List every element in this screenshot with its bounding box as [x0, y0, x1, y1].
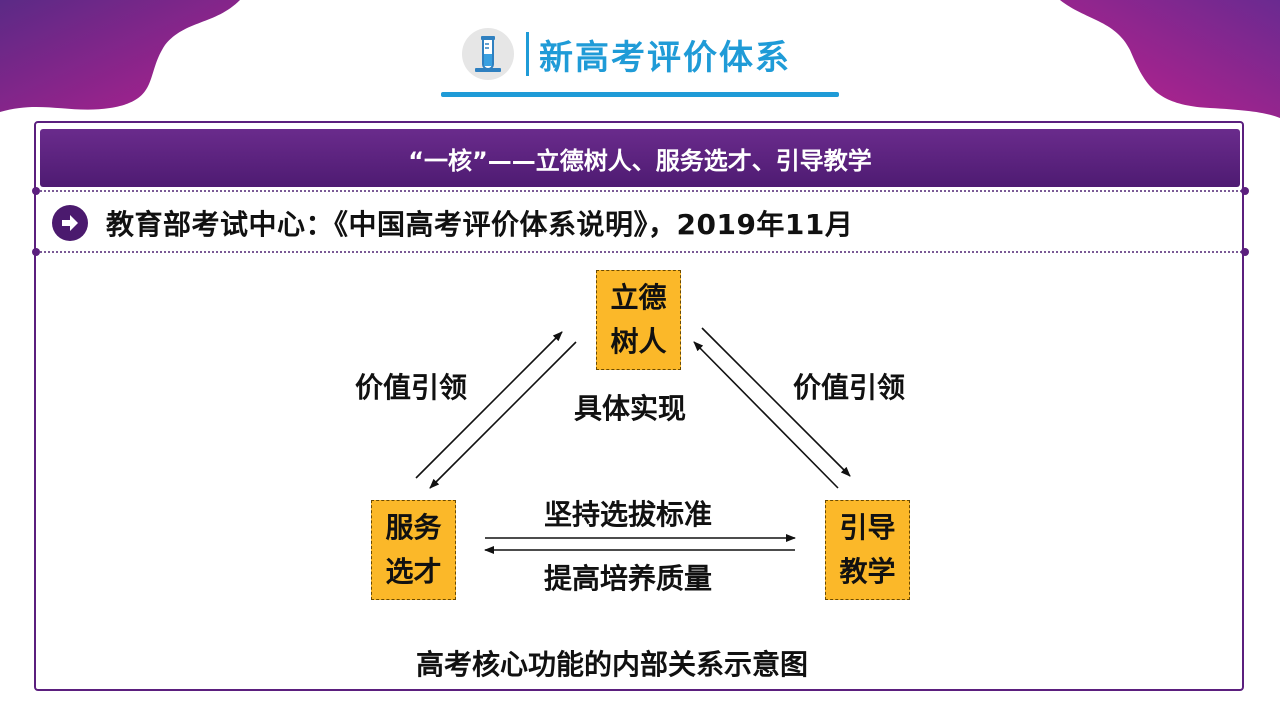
- source-line: 教育部考试中心：《中国高考评价体系说明》，2019年11月: [52, 202, 853, 244]
- divider-dot: [32, 248, 40, 256]
- node-lide-shuren: 立德 树人: [596, 270, 681, 370]
- divider-line: [36, 190, 1246, 192]
- page-title: 新高考评价体系: [539, 37, 791, 78]
- node-fuwu-xuancai: 服务 选才: [371, 500, 456, 600]
- arrow-right-circle-icon: [52, 205, 88, 241]
- divider-dot: [1241, 187, 1249, 195]
- source-text: 教育部考试中心：《中国高考评价体系说明》，2019年11月: [106, 208, 854, 241]
- node-yindao-jiaoxue: 引导 教学: [825, 500, 910, 600]
- label-training-quality: 提高培养质量: [544, 562, 713, 595]
- label-value-guidance-left: 价值引领: [355, 371, 468, 404]
- divider-dot: [1241, 248, 1249, 256]
- label-selection-standard: 坚持选拔标准: [544, 498, 713, 531]
- page-header: 新高考评价体系: [462, 24, 791, 84]
- decorative-corner-shape-right: [1060, 0, 1280, 118]
- banner-heading: “一核”——立德树人、服务选才、引导教学: [40, 129, 1240, 187]
- decorative-corner-shape-left: [0, 0, 240, 112]
- flask-icon: [462, 28, 514, 80]
- title-underline: [441, 92, 839, 97]
- diagram-caption: 高考核心功能的内部关系示意图: [416, 648, 809, 681]
- divider-line: [36, 251, 1246, 253]
- label-concrete-realization: 具体实现: [574, 392, 687, 425]
- title-divider: [526, 32, 529, 76]
- label-value-guidance-right: 价值引领: [793, 371, 906, 404]
- divider-dot: [32, 187, 40, 195]
- content-frame: [34, 121, 1244, 691]
